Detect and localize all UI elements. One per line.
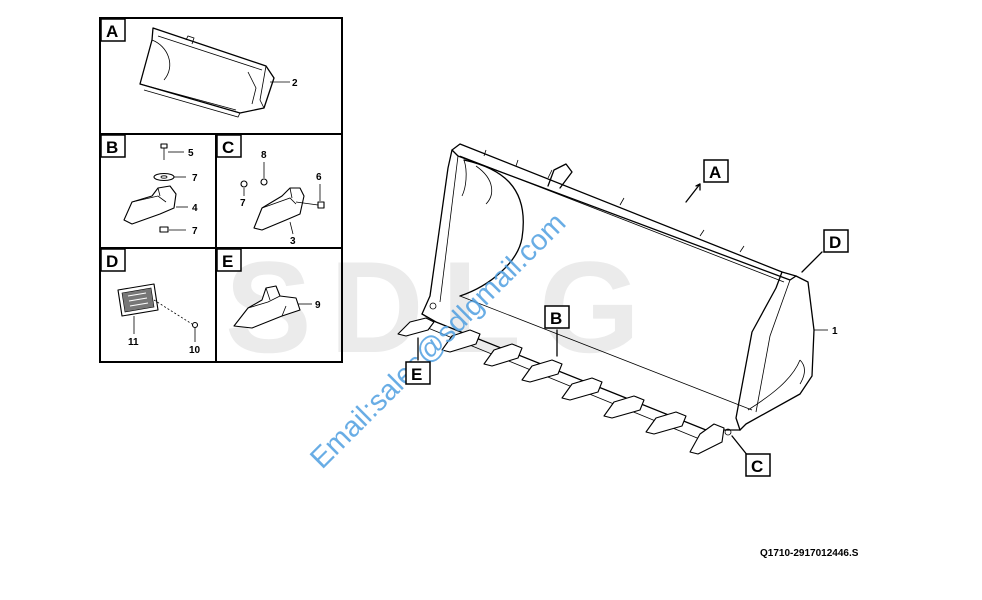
callout-c[interactable]: C bbox=[731, 435, 771, 477]
panel-a[interactable]: A 2 bbox=[100, 18, 298, 118]
reference-code: Q1710-2917012446.S bbox=[760, 548, 859, 559]
panel-b[interactable]: B 5 7 4 7 bbox=[100, 134, 198, 237]
main-bucket-drawing bbox=[397, 143, 815, 455]
side-cutter-tooth-drawing bbox=[240, 178, 325, 231]
part-number-1: 1 bbox=[832, 326, 838, 337]
part-number-7-bottom: 7 bbox=[192, 226, 198, 237]
panel-c-letter: C bbox=[222, 138, 234, 157]
callout-a-letter: A bbox=[709, 163, 721, 182]
callout-e[interactable]: E bbox=[405, 337, 431, 385]
callout-c-letter: C bbox=[751, 457, 763, 476]
part-number-8: 8 bbox=[261, 150, 267, 161]
bolt-on-tooth-drawing bbox=[123, 143, 177, 233]
part-number-1-callout: 1 bbox=[814, 326, 838, 337]
callout-d[interactable]: D bbox=[801, 229, 849, 273]
bucket-overview-drawing bbox=[139, 27, 275, 118]
corner-tooth-drawing bbox=[233, 285, 301, 329]
callout-b-letter: B bbox=[550, 309, 562, 328]
panel-b-letter: B bbox=[106, 138, 118, 157]
panel-d[interactable]: D 11 10 bbox=[100, 248, 201, 356]
callout-b[interactable]: B bbox=[544, 305, 570, 357]
part-number-9: 9 bbox=[315, 300, 321, 311]
panel-e[interactable]: E 9 bbox=[216, 248, 321, 329]
callout-e-letter: E bbox=[411, 365, 422, 384]
inset-grid bbox=[99, 17, 343, 363]
part-number-5: 5 bbox=[188, 148, 194, 159]
part-number-10: 10 bbox=[189, 345, 201, 356]
part-number-7: 7 bbox=[240, 198, 246, 209]
part-number-2: 2 bbox=[292, 78, 298, 89]
part-number-11: 11 bbox=[128, 337, 139, 348]
panel-e-letter: E bbox=[222, 252, 233, 271]
panel-a-letter: A bbox=[106, 22, 118, 41]
callout-a[interactable]: A bbox=[685, 159, 729, 203]
part-number-7-top: 7 bbox=[192, 173, 198, 184]
part-number-4: 4 bbox=[192, 203, 198, 214]
nameplate-drawing bbox=[117, 283, 199, 329]
callout-d-letter: D bbox=[829, 233, 841, 252]
panel-c[interactable]: C 8 7 6 3 bbox=[216, 134, 325, 247]
part-number-6: 6 bbox=[316, 172, 322, 183]
panel-d-letter: D bbox=[106, 252, 118, 271]
part-number-3: 3 bbox=[290, 236, 296, 247]
